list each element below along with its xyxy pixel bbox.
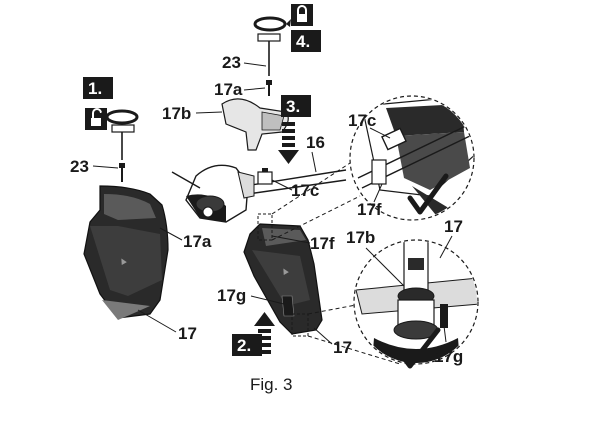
svg-text:▲: ▲ xyxy=(116,254,130,268)
label-17c-circle: 17c xyxy=(348,111,376,130)
step-4-label: 4. xyxy=(296,32,310,51)
label-17g-mid: 17g xyxy=(217,286,246,305)
label-17f-circle: 17f xyxy=(357,200,382,219)
label-16: 16 xyxy=(306,133,325,152)
collar-17c xyxy=(257,168,273,185)
rotate-arrow-icon xyxy=(101,109,139,125)
screw-17a-top xyxy=(266,80,272,96)
push-arrow-icon xyxy=(278,122,299,164)
motor-head xyxy=(171,164,255,223)
label-17-circle: 17 xyxy=(444,217,463,236)
label-17-left: 17 xyxy=(178,324,197,343)
guard-17-mid: ▲ xyxy=(243,223,323,335)
screwdriver-tool xyxy=(111,124,135,160)
label-17a-left: 17a xyxy=(183,232,212,251)
label-17f-mid: 17f xyxy=(310,234,335,253)
screw-23-left xyxy=(119,163,125,182)
label-23-top: 23 xyxy=(222,53,241,72)
clamp-17b xyxy=(221,98,289,151)
label-17a-top: 17a xyxy=(214,80,243,99)
step-3-label: 3. xyxy=(286,97,300,116)
screwdriver-tool xyxy=(257,33,281,76)
step-1-badge: 1. xyxy=(83,77,113,99)
lock-icon xyxy=(291,4,313,26)
guard-17-left: ▲ xyxy=(83,185,169,320)
label-17c-mid: 17c xyxy=(291,181,319,200)
detail-box-17f xyxy=(257,213,273,241)
step-4-badge: 4. xyxy=(291,30,321,52)
figure-caption: Fig. 3 xyxy=(250,375,293,394)
checkmark-icon xyxy=(407,173,449,215)
label-23-left: 23 xyxy=(70,157,89,176)
step-3-badge: 3. xyxy=(281,95,311,117)
rotate-arrow-icon xyxy=(253,16,291,32)
unlock-icon xyxy=(85,108,107,130)
label-17b-circle: 17b xyxy=(346,228,375,247)
push-arrow-icon xyxy=(254,312,275,354)
label-17b-left: 17b xyxy=(162,104,191,123)
step-2-label: 2. xyxy=(237,336,251,355)
label-17-mid: 17 xyxy=(333,338,352,357)
detail-box-17g xyxy=(291,313,309,337)
step-2-badge: 2. xyxy=(232,334,262,356)
svg-text:▲: ▲ xyxy=(278,264,292,278)
checkmark-icon xyxy=(395,327,441,369)
step-1-label: 1. xyxy=(88,79,102,98)
detail-circle-top xyxy=(349,95,475,221)
label-17g-circle: 17g xyxy=(434,347,463,366)
detail-circle-bottom xyxy=(353,239,479,369)
